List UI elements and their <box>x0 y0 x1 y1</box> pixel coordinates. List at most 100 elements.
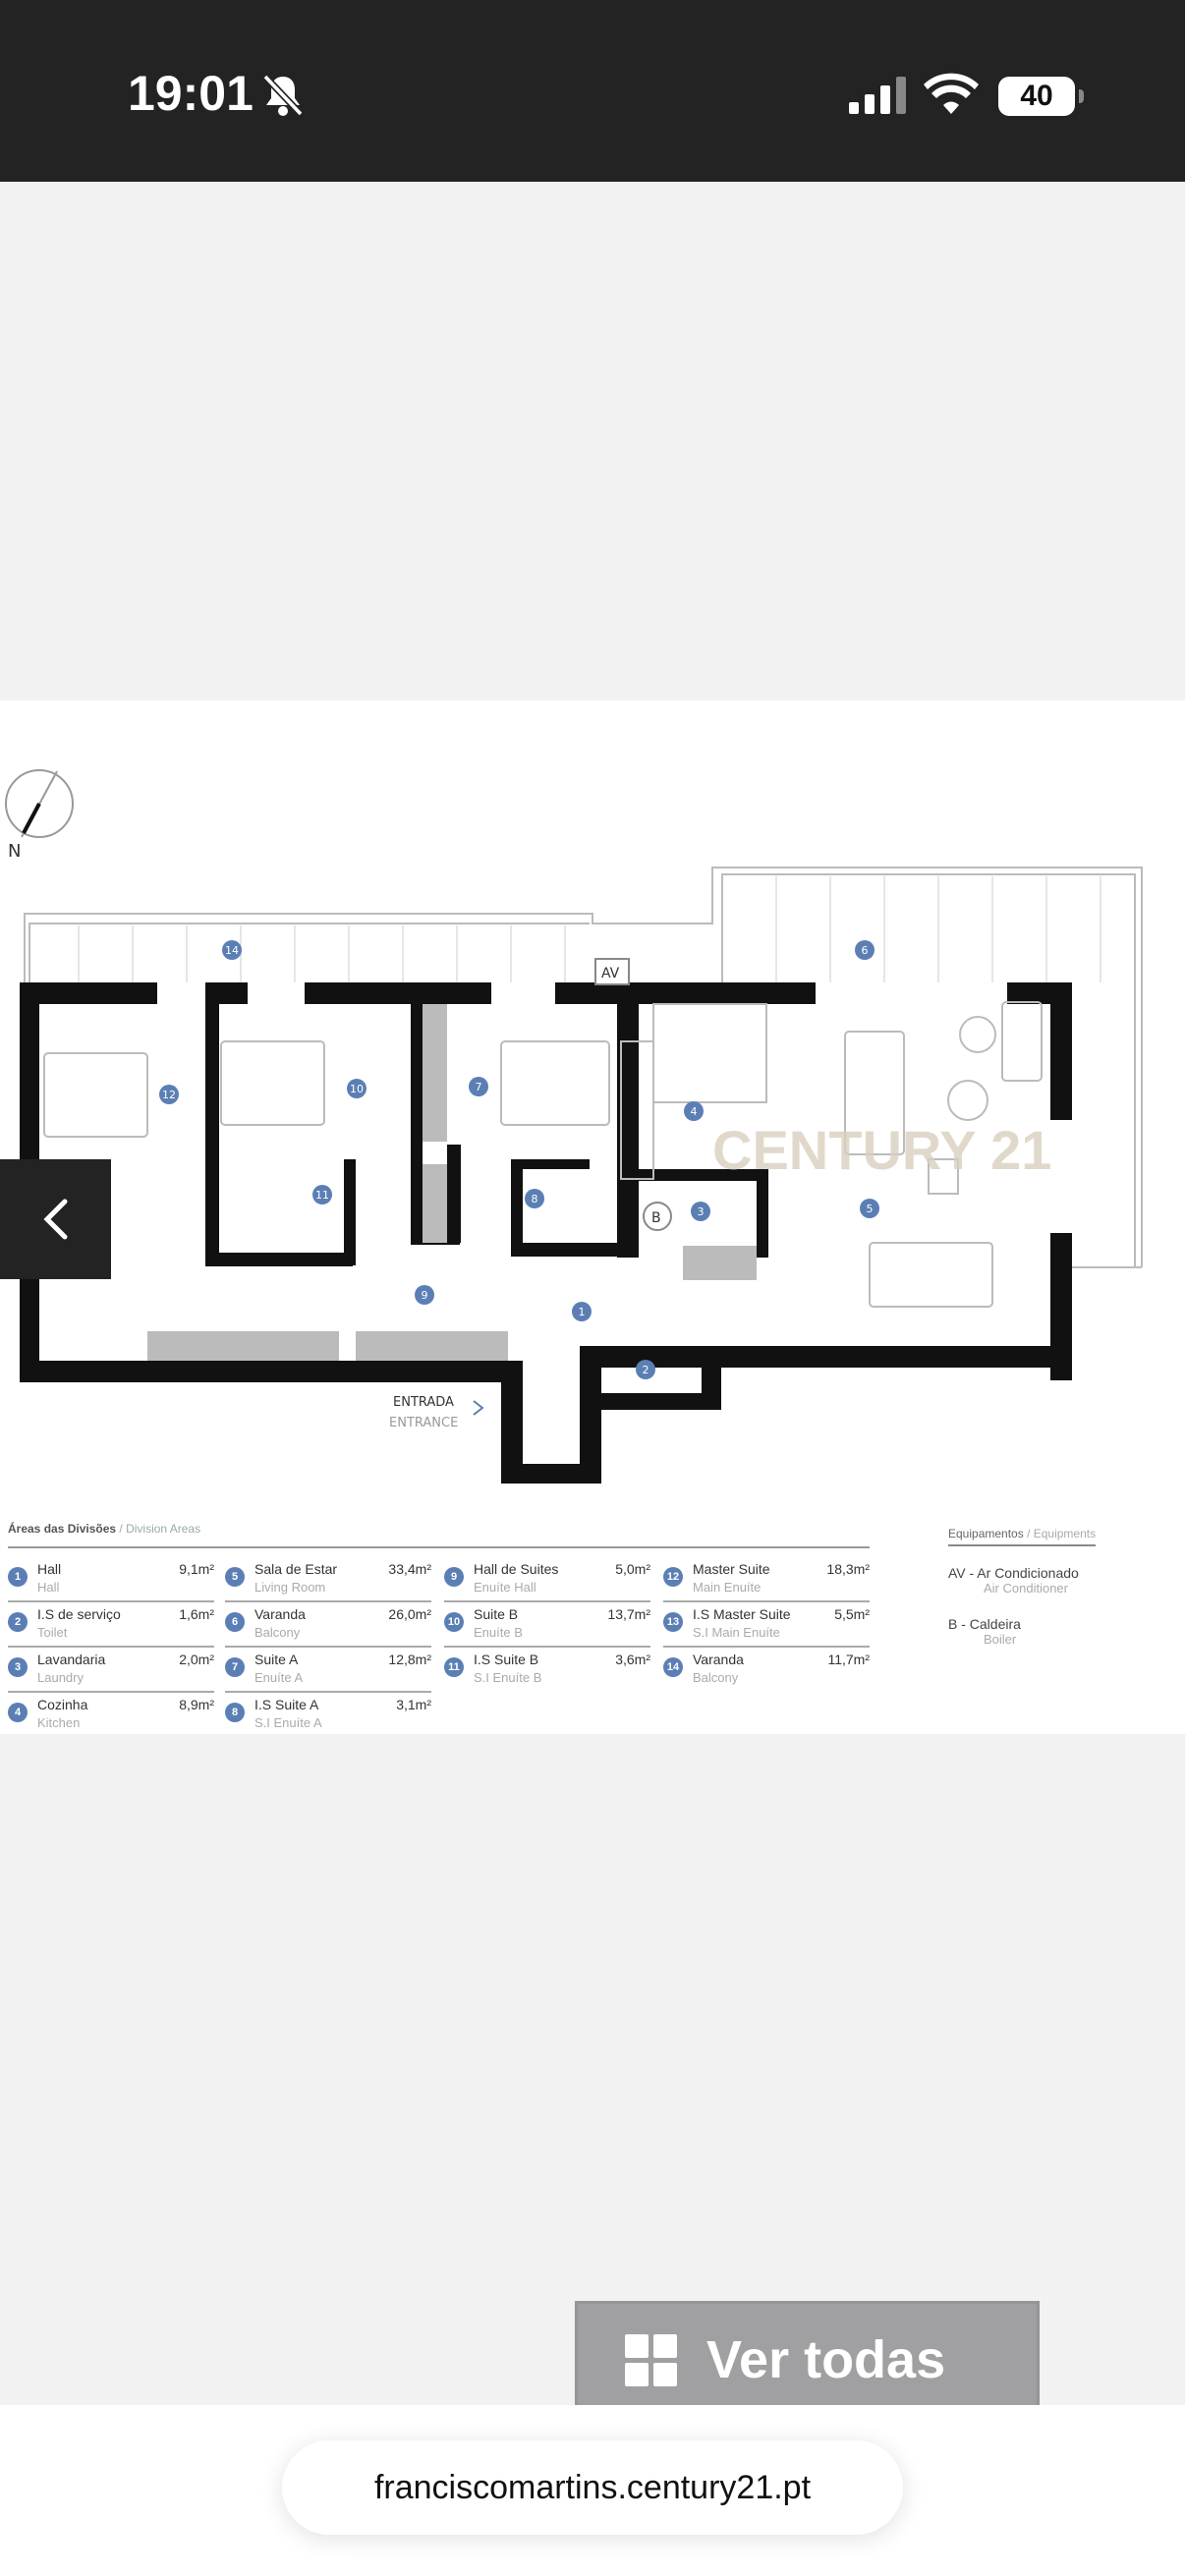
room-name-en: Laundry <box>37 1670 84 1685</box>
room-marker-label: 11 <box>315 1189 329 1202</box>
battery-icon: 40 <box>998 77 1084 116</box>
room-name-en: Enuíte B <box>474 1625 523 1640</box>
room-name: I.S de serviço <box>37 1606 121 1622</box>
room-marker <box>860 1199 879 1218</box>
room-area: 12,8m² <box>388 1652 431 1667</box>
room-number-badge: 9 <box>444 1567 464 1587</box>
room-marker <box>855 940 875 960</box>
boiler-label: B <box>651 1210 661 1226</box>
legend-title-pt: Áreas das Divisões <box>8 1522 117 1536</box>
room-marker-label: 2 <box>643 1364 649 1376</box>
room-area: 8,9m² <box>179 1697 214 1712</box>
chevron-left-icon <box>42 1199 67 1240</box>
room-number-badge: 2 <box>8 1612 28 1632</box>
room-marker-label: 7 <box>476 1081 482 1093</box>
room-marker <box>684 1101 704 1121</box>
room-number-badge: 1 <box>8 1567 28 1587</box>
room-area: 2,0m² <box>179 1652 214 1667</box>
room-name: Varanda <box>254 1606 306 1622</box>
legend-title: Áreas das Divisões / Division Areas <box>8 1522 200 1536</box>
room-number-badge: 12 <box>663 1567 683 1587</box>
room-name-en: Enuíte A <box>254 1670 304 1685</box>
room-marker-label: 5 <box>867 1203 874 1215</box>
room-number-badge: 10 <box>444 1612 464 1632</box>
room-name: Sala de Estar <box>254 1561 338 1577</box>
century21-watermark: CENTURY 21 <box>712 1119 1051 1181</box>
room-area: 33,4m² <box>388 1561 431 1577</box>
signal-icon <box>849 77 906 114</box>
entrance-label: ENTRADA <box>393 1395 454 1410</box>
room-name-en: S.I Main Enuíte <box>693 1625 780 1640</box>
room-name: Suite B <box>474 1606 519 1622</box>
room-name: I.S Master Suite <box>693 1606 791 1622</box>
room-name: Master Suite <box>693 1561 770 1577</box>
room-marker <box>222 940 242 960</box>
room-marker-label: 10 <box>350 1083 364 1095</box>
address-bar[interactable]: franciscomartins.century21.pt <box>282 2440 903 2535</box>
previous-image-button[interactable] <box>0 1159 111 1279</box>
room-name: Lavandaria <box>37 1652 106 1667</box>
equipment-label-en: Air Conditioner <box>984 1581 1068 1596</box>
equipment-label: B - Caldeira <box>948 1616 1021 1632</box>
equipments-title: Equipamentos / Equipments <box>948 1527 1097 1546</box>
room-area: 13,7m² <box>607 1606 650 1622</box>
room-marker <box>525 1189 544 1208</box>
room-name-en: Balcony <box>693 1670 739 1685</box>
room-name-en: S.I Enuíte A <box>254 1715 322 1730</box>
entrance-label-en: ENTRANCE <box>389 1416 458 1430</box>
balcony-outline <box>24 867 1143 1268</box>
floor-plan-image[interactable]: N <box>0 700 1185 1734</box>
room-number-badge: 6 <box>225 1612 245 1632</box>
clock: 19:01 <box>128 66 254 121</box>
room-area: 5,0m² <box>615 1561 650 1577</box>
wardrobes <box>147 1004 757 1361</box>
room-marker <box>572 1302 592 1321</box>
room-name: Varanda <box>693 1652 744 1667</box>
walls <box>20 982 1072 1484</box>
wifi-icon <box>924 73 979 114</box>
av-marker <box>594 958 630 985</box>
room-name: I.S Suite A <box>254 1697 319 1712</box>
room-marker <box>312 1185 332 1204</box>
room-marker-label: 1 <box>579 1306 586 1318</box>
browser-bottom-bar: franciscomartins.century21.pt <box>0 2405 1185 2576</box>
room-area: 1,6m² <box>179 1606 214 1622</box>
room-area: 18,3m² <box>826 1561 870 1577</box>
grid-icon <box>625 2333 677 2386</box>
room-name: Cozinha <box>37 1697 88 1712</box>
view-all-label: Ver todas <box>706 2330 946 2389</box>
room-marker <box>469 1077 488 1096</box>
boiler-marker <box>643 1202 672 1231</box>
room-name: I.S Suite B <box>474 1652 539 1667</box>
view-all-button[interactable]: Ver todas <box>575 2301 1040 2419</box>
room-marker-label: 4 <box>691 1105 698 1118</box>
status-bar: 19:01 40 <box>0 0 1185 182</box>
balcony-tiles <box>78 876 1101 982</box>
room-name: Hall de Suites <box>474 1561 559 1577</box>
equipment-label-en: Boiler <box>984 1632 1017 1647</box>
room-area: 26,0m² <box>388 1606 431 1622</box>
room-marker <box>415 1285 434 1305</box>
room-name-en: Balcony <box>254 1625 301 1640</box>
room-name-en: Living Room <box>254 1580 326 1595</box>
room-name-en: S.I Enuíte B <box>474 1670 542 1685</box>
room-number-badge: 5 <box>225 1567 245 1587</box>
